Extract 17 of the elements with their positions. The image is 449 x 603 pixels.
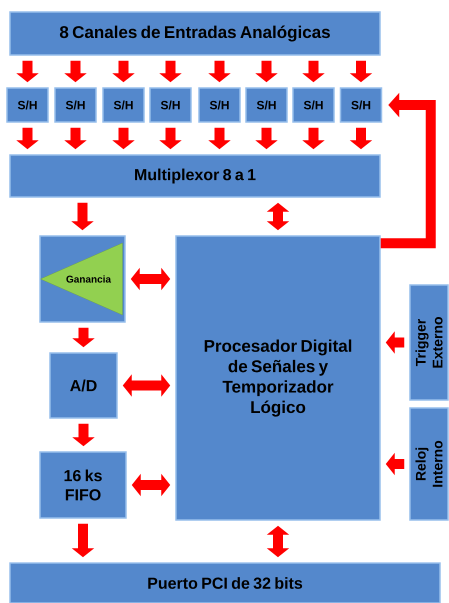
- clock-box: Reloj Interno: [409, 407, 449, 521]
- sample-hold-box: S/H: [340, 87, 382, 123]
- sample-hold-box: S/H: [149, 87, 192, 123]
- input-channels-box: 8 Canales de Entradas Analógicas: [9, 11, 381, 56]
- trigger-box: Trigger Externo: [409, 284, 449, 401]
- converter-box: A/D: [49, 352, 118, 419]
- multiplexer-box: Multiplexor 8 a 1: [9, 154, 381, 198]
- fifo-box: 16 ks FIFO: [39, 451, 127, 519]
- gain-box: Ganancia: [39, 235, 126, 323]
- sample-hold-box: S/H: [6, 87, 49, 123]
- processor-box: Procesador Digital de Señales y Temporizador Lógico: [175, 235, 381, 521]
- sample-hold-box: S/H: [292, 87, 335, 123]
- pci-port-box: Puerto PCI de 32 bits: [9, 562, 441, 603]
- sample-hold-box: S/H: [245, 87, 288, 123]
- sample-hold-box: S/H: [102, 87, 145, 123]
- sample-hold-box: S/H: [54, 87, 97, 123]
- sample-hold-box: S/H: [198, 87, 241, 123]
